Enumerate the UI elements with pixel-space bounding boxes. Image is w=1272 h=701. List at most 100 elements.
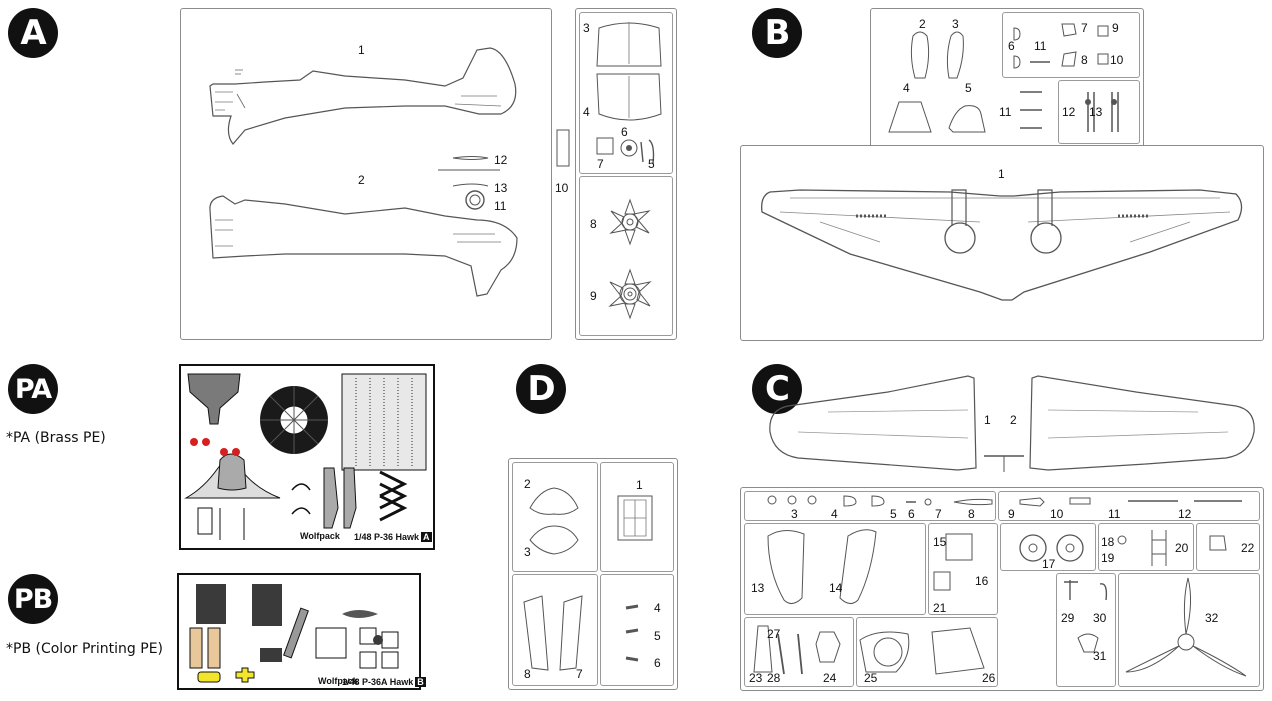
c-label-2: 2 <box>1010 413 1017 427</box>
d-label-5: 5 <box>654 629 661 643</box>
sheet-c-badge: C <box>752 364 802 414</box>
c-label-20: 20 <box>1175 541 1189 555</box>
sheet-c-cell-15-21 <box>928 523 998 615</box>
a-label-3: 3 <box>583 21 590 35</box>
sheet-c-cell-22 <box>1196 523 1260 571</box>
b-label-2: 2 <box>919 17 926 31</box>
sheet-b-cell-right-top <box>1002 12 1140 78</box>
sheet-c-row-rods <box>998 491 1260 521</box>
sheet-c-cell-29-31 <box>1056 573 1116 687</box>
sheet-c-cell-13-14 <box>744 523 926 615</box>
c-label-6: 6 <box>908 507 915 521</box>
sheet-pb-badge: PB <box>8 574 58 624</box>
sheet-d-cell-1 <box>600 462 674 572</box>
wing-upper-halves-1-2 <box>769 375 1255 472</box>
b-label-3: 3 <box>952 17 959 31</box>
c-label-21: 21 <box>933 601 947 615</box>
c-label-18: 18 <box>1101 535 1115 549</box>
sheet-a-cell-8-9 <box>579 176 673 336</box>
wheel-well-parts-2-5 <box>888 31 986 133</box>
c-label-17: 17 <box>1042 557 1056 571</box>
a-label-12: 12 <box>494 153 508 167</box>
c-label-13: 13 <box>751 581 765 595</box>
d-label-1: 1 <box>636 478 643 492</box>
sheet-a-badge: A <box>8 8 58 58</box>
sheet-d-badge: D <box>516 364 566 414</box>
sheet-c-frame <box>740 487 1264 691</box>
d-label-3: 3 <box>524 545 531 559</box>
sheet-c-small-parts <box>753 495 1247 677</box>
c-label-10: 10 <box>1050 507 1064 521</box>
c-label-24: 24 <box>823 671 837 685</box>
c-label-7: 7 <box>935 507 942 521</box>
sheet-d-cell-8-7 <box>512 574 598 686</box>
b-label-4: 4 <box>903 81 910 95</box>
pb-note: *PB (Color Printing PE) <box>6 641 164 657</box>
c-label-27: 27 <box>767 627 781 641</box>
a-label-9: 9 <box>590 289 597 303</box>
a-label-7: 7 <box>597 157 604 171</box>
a-label-8: 8 <box>590 217 597 231</box>
landing-gear-12-13 <box>1085 92 1119 132</box>
wing-lower-1 <box>761 189 1243 301</box>
d-label-7: 7 <box>576 667 583 681</box>
part-10-gate <box>556 129 570 167</box>
fuselage-half-2 <box>209 195 518 297</box>
c-label-4: 4 <box>831 507 838 521</box>
pa-parts <box>184 373 427 540</box>
c-label-12: 12 <box>1178 507 1192 521</box>
c-label-31: 31 <box>1093 649 1107 663</box>
b-label-13: 13 <box>1089 105 1103 119</box>
d-label-4: 4 <box>654 601 661 615</box>
small-parts-6-11 <box>1013 23 1109 69</box>
c-label-23: 23 <box>749 671 763 685</box>
b-label-7: 7 <box>1081 21 1088 35</box>
sheet-c-row-small-parts <box>744 491 996 521</box>
b-label-1: 1 <box>998 167 1005 181</box>
sheet-c-cell-18-20 <box>1098 523 1194 571</box>
a-label-11: 11 <box>494 199 507 213</box>
pa-letter: A <box>421 532 432 542</box>
pb-brand-tag: Wolfpack <box>318 676 358 686</box>
pb-letter: B <box>415 677 426 687</box>
sheet-b-cell-right-bottom <box>1058 80 1140 144</box>
c-label-9: 9 <box>1008 507 1015 521</box>
b-label-6: 6 <box>1008 39 1015 53</box>
pa-title: 1/48 P-36 Hawk <box>354 532 420 542</box>
sprue-a-small-parts <box>438 156 500 210</box>
c-label-25: 25 <box>864 671 878 685</box>
b-label-10: 10 <box>1110 53 1124 67</box>
pb-parts <box>189 584 399 683</box>
sheet-c-cell-32 <box>1118 573 1260 687</box>
c-label-8: 8 <box>968 507 975 521</box>
a-label-2: 2 <box>358 173 365 187</box>
d-label-8: 8 <box>524 667 531 681</box>
c-label-30: 30 <box>1093 611 1107 625</box>
sheet-c-cell-23-24 <box>744 617 854 687</box>
c-label-3: 3 <box>791 507 798 521</box>
c-label-32: 32 <box>1205 611 1219 625</box>
c-label-26: 26 <box>982 671 996 685</box>
a-label-5: 5 <box>648 157 655 171</box>
c-label-15: 15 <box>933 535 947 549</box>
c-label-14: 14 <box>829 581 843 595</box>
pa-brand-tag: Wolfpack <box>300 531 340 541</box>
a-label-6: 6 <box>621 125 628 139</box>
a-label-10: 10 <box>555 181 569 195</box>
sheet-d-cell-4-6 <box>600 574 674 686</box>
sheet-a-frame <box>180 8 552 340</box>
b-label-8: 8 <box>1081 53 1088 67</box>
sheet-b-frame-wing <box>740 145 1264 341</box>
b-label-11: 11 <box>999 105 1012 119</box>
sheet-c-cell-17 <box>1000 523 1096 571</box>
c-label-5: 5 <box>890 507 897 521</box>
sheet-pa-badge: PA <box>8 364 58 414</box>
a-label-1: 1 <box>358 43 365 57</box>
sheet-b-badge: B <box>752 8 802 58</box>
b-label-11-top: 11 <box>1034 39 1047 53</box>
c-label-16: 16 <box>975 574 989 588</box>
engine-parts-8-9 <box>608 198 652 320</box>
pb-title: 1/48 P-36A Hawk <box>342 677 414 687</box>
